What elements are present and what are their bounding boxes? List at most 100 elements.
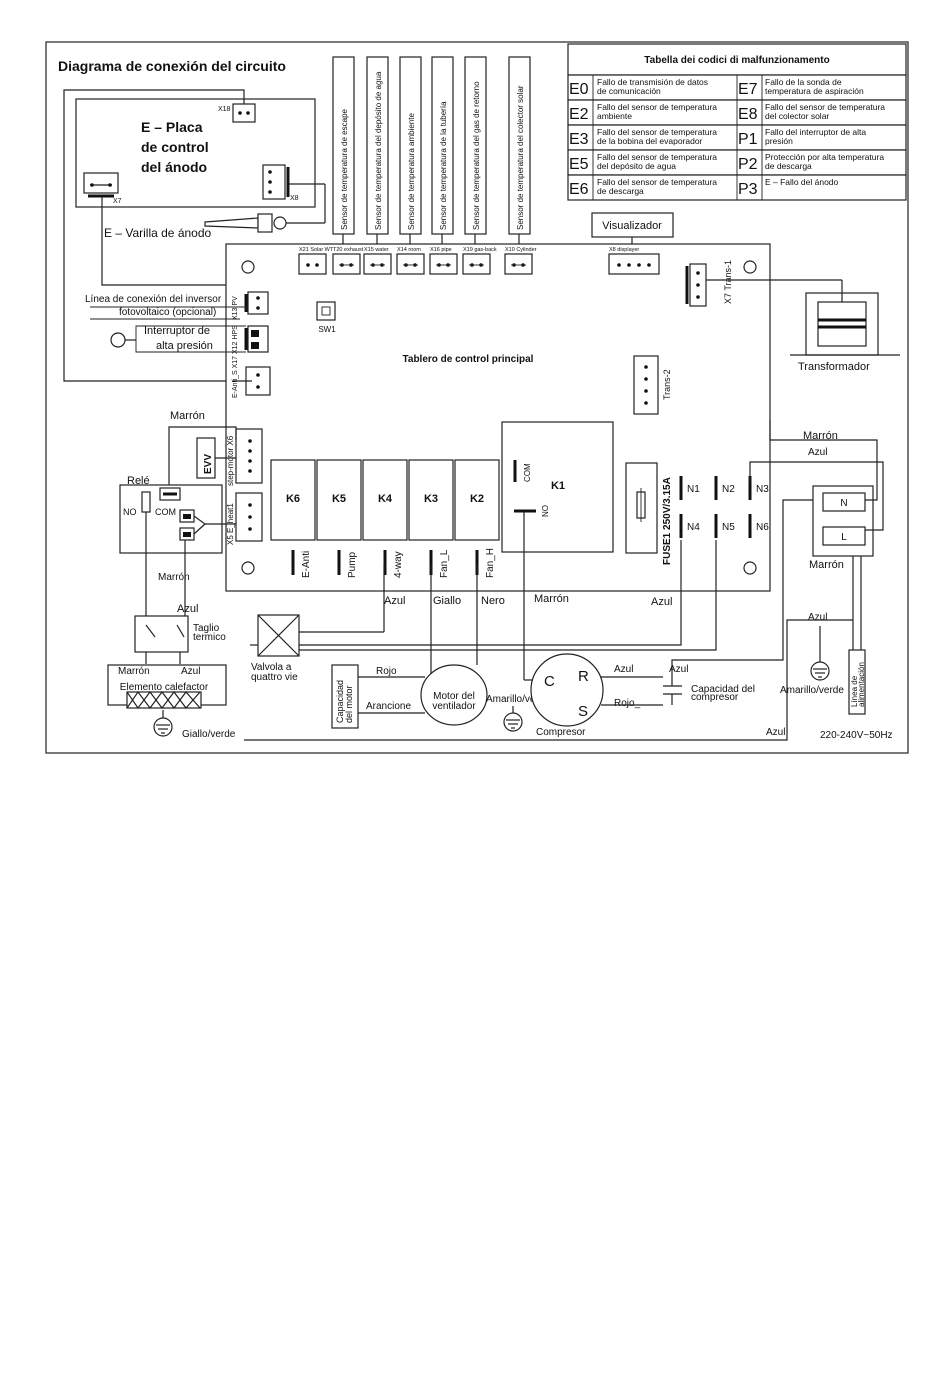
wire-azul-right-mid: Azul <box>808 612 827 623</box>
relay-label: K6 <box>286 493 300 505</box>
relay-output-label: E-Anti <box>301 551 312 578</box>
wire-azul-bottom: Azul <box>766 727 785 738</box>
fault-code: E3 <box>569 131 589 148</box>
wire-azul-right-top: Azul <box>808 447 827 458</box>
sensor-label: Sensor de temperatura del colector solar <box>516 85 525 230</box>
left-side-wiring: Línea de conexión del inversor fotovolta… <box>85 294 248 740</box>
wire-marron-top: Marrón <box>170 410 205 422</box>
fault-desc2-line1: Fallo del sensor de temperatura <box>765 102 885 112</box>
diagram-title: Diagrama de conexión del circuito <box>58 58 286 74</box>
fan-motor-label-1: Motor del <box>433 691 475 702</box>
fault-desc-line2: del depósito de agua <box>597 161 676 171</box>
anode-rod: E – Varilla de ánodo <box>104 183 326 240</box>
heater-ground-label: Giallo/verde <box>182 729 236 740</box>
wire-arancione: Arancione <box>366 701 411 712</box>
fault-desc-line2: de descarga <box>597 186 644 196</box>
display-label: Visualizador <box>602 220 662 232</box>
fault-desc-line1: Fallo del sensor de temperatura <box>597 177 717 187</box>
anode-control-board: E – Placa de control del ánodo X18 X7 X8 <box>75 98 316 208</box>
fault-desc2-line1: E – Fallo del ánodo <box>765 177 839 187</box>
wire-marron-left: Marrón <box>158 572 190 583</box>
wire-marron-k1: Marrón <box>534 593 569 605</box>
sensor-label: Sensor de temperatura del depósito de ag… <box>374 71 383 230</box>
relay-label: K5 <box>332 493 346 505</box>
top-connector-label: T20 exhaust <box>333 247 364 253</box>
rele-label: Relé <box>127 475 150 487</box>
wire-nero: Nero <box>481 595 505 607</box>
n-terminal-label: N3 <box>756 484 769 495</box>
evv-label: EVV <box>203 454 214 474</box>
wire-azul-k4: Azul <box>384 595 405 607</box>
comp-azul-1: Azul <box>614 664 633 675</box>
top-connector-label: X19 gas-back <box>463 247 497 253</box>
heater-azul-label: Azul <box>181 666 200 677</box>
fault-desc2-line1: Fallo de la sonda de <box>765 77 842 87</box>
wire-marron-right-top: Marrón <box>803 430 838 442</box>
fault-code: E0 <box>569 81 589 98</box>
fault-desc2-line2: temperatura de aspiración <box>765 86 864 96</box>
fault-code-2: E8 <box>738 106 758 123</box>
fault-desc-line1: Fallo de transmisión de datos <box>597 77 708 87</box>
k1-label: K1 <box>551 480 565 492</box>
pv-line-label-2: fotovoltaico (opcional) <box>119 307 216 318</box>
display-unit: Visualizador <box>591 212 674 250</box>
top-connector-label: X15 water <box>364 247 389 253</box>
relay-label: K4 <box>378 493 393 505</box>
hps-label-2: alta presión <box>156 340 213 352</box>
fault-code-2: P1 <box>738 131 758 148</box>
main-board-title: Tablero de control principal <box>403 354 534 365</box>
anode-board-title-line1: E – Placa <box>141 119 203 135</box>
fault-desc-line2: de comunicación <box>597 86 661 96</box>
hps-label-1: Interruptor de <box>144 325 210 337</box>
fault-desc-line1: Fallo del sensor de temperatura <box>597 102 717 112</box>
trans1-label: X7 Trans-1 <box>723 260 733 304</box>
sw1-label: SW1 <box>318 325 336 334</box>
wire-rojo: Rojo <box>376 666 397 677</box>
n-terminal-label: N4 <box>687 522 700 533</box>
wire-azul-n: Azul <box>651 596 672 608</box>
thermal-cut-label-2: termico <box>193 632 226 643</box>
fan-motor-label-2: ventilador <box>432 701 476 712</box>
k1-com-label: COM <box>523 463 532 482</box>
relay-output-label: Pump <box>347 551 358 578</box>
relay-output-label: Fan_L <box>439 549 450 578</box>
thermal-cut-label-1: Taglio <box>193 623 220 634</box>
top-connector-label: X8 displayer <box>609 247 639 253</box>
sensor-label: Sensor de temperatura ambiente <box>407 112 416 230</box>
terminal-l: L <box>841 532 847 543</box>
n-terminal-label: N6 <box>756 522 769 533</box>
compressor-label: Compresor <box>536 727 586 738</box>
n-terminal-label: N2 <box>722 484 735 495</box>
motor-cap-label-2: del motor <box>344 685 354 723</box>
x13-pv-label: X13 PV <box>232 296 239 320</box>
heater-marron-label: Marrón <box>118 666 150 677</box>
e-anti-s-label: E-Anti_S X17 <box>232 356 239 398</box>
rele-com-label: COM <box>155 507 176 517</box>
trans2-label: Trans-2 <box>662 369 672 400</box>
wire-marron-right-bottom: Marrón <box>809 559 844 571</box>
fault-desc-line2: ambiente <box>597 111 632 121</box>
fault-table-title: Tabella dei codici di malfunzionamento <box>644 55 829 66</box>
n-terminal-label: N1 <box>687 484 700 495</box>
comp-cap-label-1: Capacidad del <box>691 684 755 695</box>
motor-cap-label-1: Capacidad <box>335 680 345 723</box>
main-control-board: Tablero de control principal SW1 X21 Sol… <box>225 243 771 592</box>
fault-desc-line1: Fallo del sensor de temperatura <box>597 127 717 137</box>
wire-amarillo-verde-mid: Amarillo/verde <box>486 694 550 705</box>
thermal-azul-label: Azul <box>177 603 198 615</box>
fault-code-table: Tabella dei codici di malfunzionamento E… <box>567 43 907 201</box>
x7-anode-label: X7 <box>113 198 122 205</box>
anode-rod-label: E – Varilla de ánodo <box>104 226 212 240</box>
wire-giallo: Giallo <box>433 595 461 607</box>
k1-no-label: NO <box>541 505 550 517</box>
fault-desc2-line2: de descarga <box>765 161 812 171</box>
top-connector-label: X21 Solar WT <box>299 247 334 253</box>
rele-no-label: NO <box>123 507 137 517</box>
fault-desc-line1: Fallo del sensor de temperatura <box>597 152 717 162</box>
comp-r: R <box>578 668 589 685</box>
relay-output-label: Fan_H <box>485 548 496 578</box>
valve-label-2: quattro vie <box>251 672 298 683</box>
fault-desc2-line1: Fallo del interruptor de alta <box>765 127 866 137</box>
fuse-label: FUSE1 250V/3.15A <box>662 477 673 565</box>
